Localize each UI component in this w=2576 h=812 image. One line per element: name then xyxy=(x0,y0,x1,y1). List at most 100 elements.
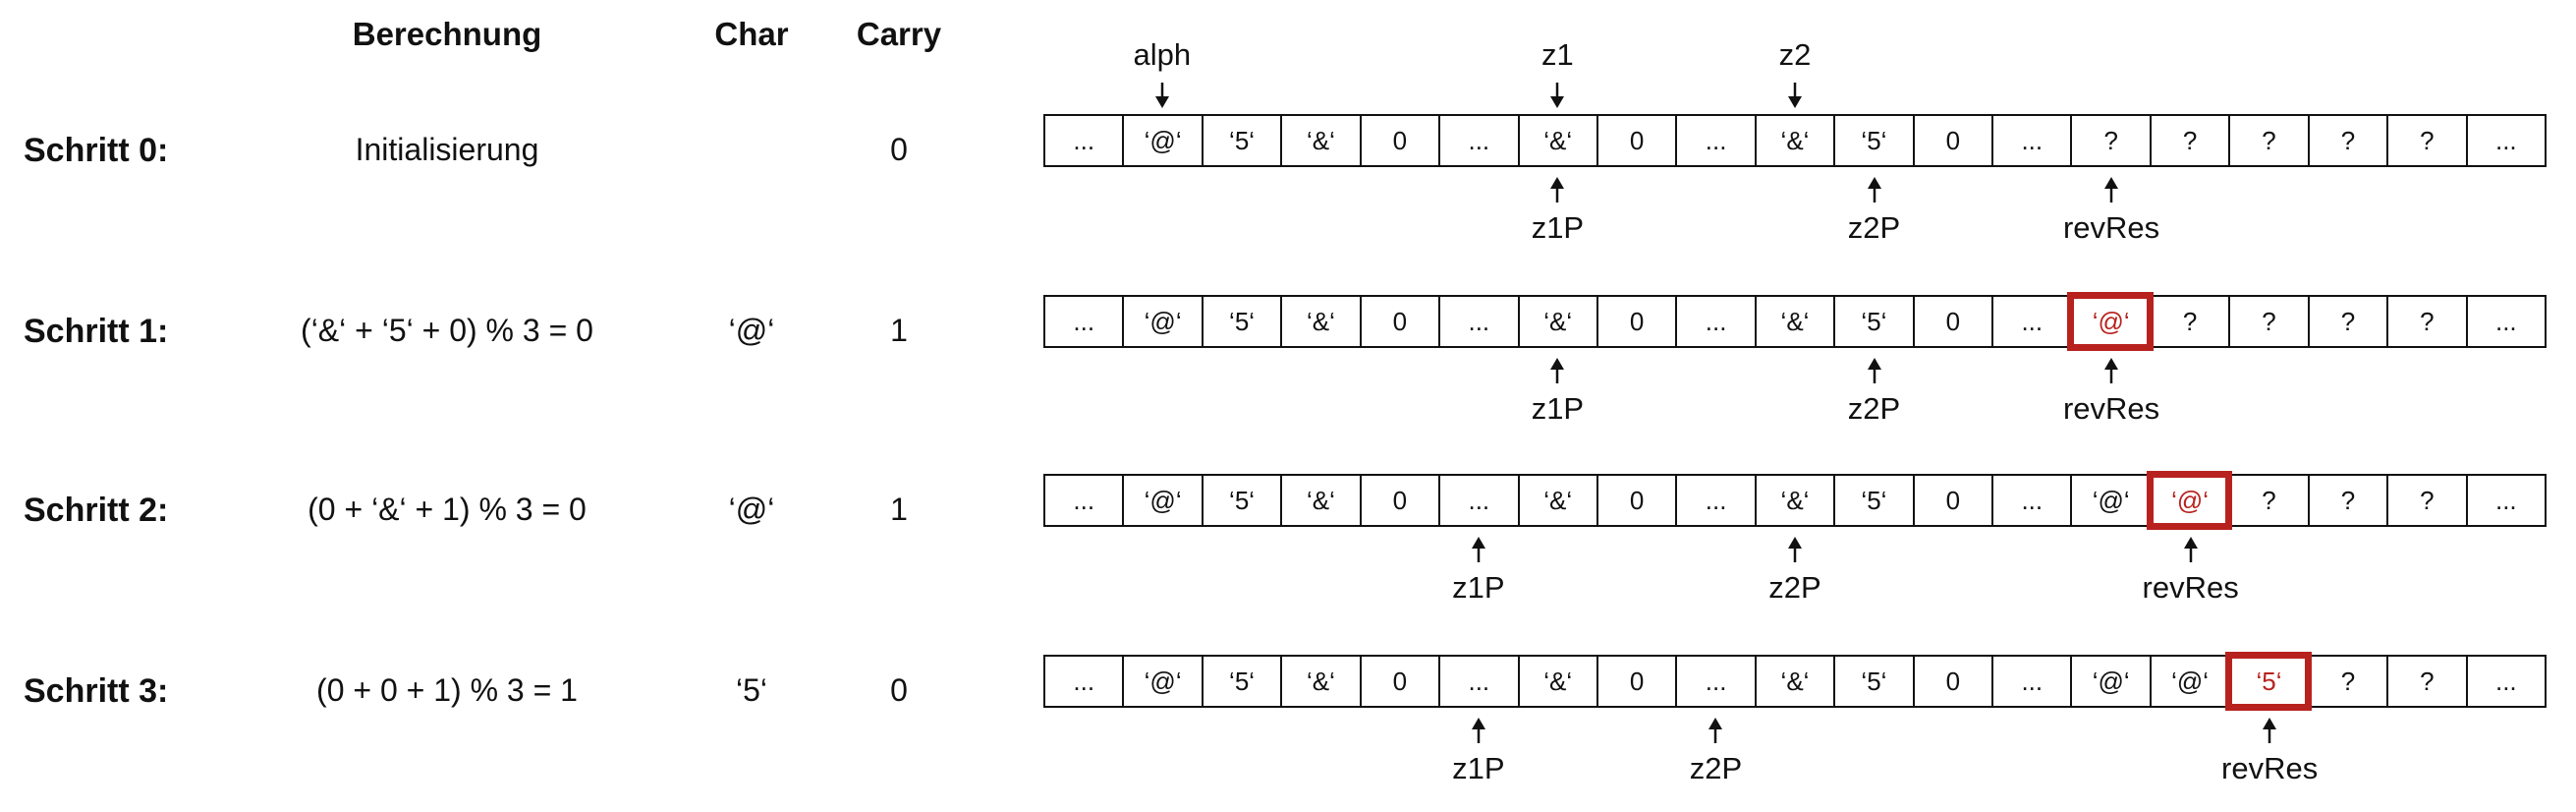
memory-cell: ... xyxy=(1677,476,1757,525)
memory-tape: ...‘@‘‘5‘‘&‘0...‘&‘0...‘&‘‘5‘0...‘@‘????… xyxy=(1043,292,2547,351)
memory-cell: ? xyxy=(2310,657,2389,706)
memory-cell: ... xyxy=(1045,657,1125,706)
pointer-label-z2p: z2P xyxy=(1847,391,1901,426)
memory-cell: ... xyxy=(1440,116,1520,165)
memory-cell: 0 xyxy=(1598,476,1678,525)
memory-cell: ‘&‘ xyxy=(1757,297,1836,346)
memory-cell: ‘@‘ xyxy=(1124,476,1204,525)
memory-cell: ? xyxy=(2230,476,2310,525)
memory-cell: ‘&‘ xyxy=(1520,297,1598,346)
step-label: Schritt 1: xyxy=(24,313,169,350)
memory-cell: ... xyxy=(2494,125,2517,155)
up-arrow-icon xyxy=(2183,537,2198,562)
pointer-label-z1: z1 xyxy=(1541,37,1574,72)
memory-cell: ‘5‘ xyxy=(1204,657,1283,706)
memory-cell: ... xyxy=(1045,476,1125,525)
up-arrow-icon xyxy=(1550,358,1565,383)
memory-cell: ? xyxy=(2230,297,2310,346)
memory-cell: ... xyxy=(1440,476,1520,525)
memory-cell: ‘&‘ xyxy=(1282,116,1362,165)
down-arrow-icon xyxy=(1550,83,1565,108)
memory-cell: ‘@‘ xyxy=(2072,476,2152,525)
memory-cell-highlighted: ‘@‘ xyxy=(2067,292,2155,351)
memory-cell: ‘&‘ xyxy=(1757,116,1836,165)
memory-cell-highlighted: ‘@‘ xyxy=(2146,471,2233,530)
memory-cell: ... xyxy=(1440,657,1520,706)
memory-cell: ... xyxy=(1677,116,1757,165)
memory-cell: ? xyxy=(2152,297,2231,346)
memory-cell: ... xyxy=(1993,476,2073,525)
memory-cell: ... xyxy=(1045,116,1125,165)
memory-cell: ... xyxy=(2494,485,2517,515)
memory-cell: ? xyxy=(2310,297,2389,346)
memory-cell: ‘&‘ xyxy=(1282,297,1362,346)
memory-cell: ? xyxy=(2388,297,2468,346)
step-calculation: Initialisierung xyxy=(355,132,539,167)
memory-cell: ‘5‘ xyxy=(1204,297,1283,346)
step-row: Schritt 1:(‘&‘ + ‘5‘ + 0) % 3 = 0‘@‘1...… xyxy=(0,292,2576,452)
memory-cell: 0 xyxy=(1362,297,1441,346)
memory-cell: 0 xyxy=(1915,116,1994,165)
up-arrow-icon xyxy=(1471,537,1485,562)
step-row: Schritt 2:(0 + ‘&‘ + 1) % 3 = 0‘@‘1...‘@… xyxy=(0,471,2576,631)
memory-cell: ... xyxy=(1677,657,1757,706)
memory-cell: ‘@‘ xyxy=(2072,657,2152,706)
up-arrow-icon xyxy=(1708,718,1723,743)
step-carry: 0 xyxy=(890,672,908,708)
memory-cell: ? xyxy=(2310,116,2389,165)
memory-cell: ? xyxy=(2388,116,2468,165)
memory-cell: 0 xyxy=(1362,476,1441,525)
up-arrow-icon xyxy=(1471,718,1485,743)
memory-cell: ‘5‘ xyxy=(1204,116,1283,165)
step-char: ‘@‘ xyxy=(728,492,775,527)
up-arrow-icon xyxy=(1867,358,1881,383)
down-arrow-icon xyxy=(1788,83,1802,108)
step-char: ‘5‘ xyxy=(735,672,767,708)
memory-cell: 0 xyxy=(1598,297,1678,346)
step-calculation: (0 + ‘&‘ + 1) % 3 = 0 xyxy=(308,492,587,527)
memory-cell: ? xyxy=(2310,476,2389,525)
memory-cell: ... xyxy=(1993,657,2073,706)
header-char: Char xyxy=(714,16,789,52)
memory-cell: ‘&‘ xyxy=(1757,476,1836,525)
memory-cell: 0 xyxy=(1915,657,1994,706)
step-label: Schritt 0: xyxy=(24,132,169,169)
memory-cell: ? xyxy=(2230,116,2310,165)
memory-cell: 0 xyxy=(1598,657,1678,706)
pointer-label-z2p: z2P xyxy=(1768,570,1821,605)
memory-cell: ... xyxy=(1993,297,2073,346)
memory-cell: ‘5‘ xyxy=(1835,476,1915,525)
memory-cell: ... xyxy=(1993,116,2073,165)
memory-cell: ‘&‘ xyxy=(1282,657,1362,706)
memory-cell: ‘&‘ xyxy=(1520,116,1598,165)
memory-cell: ... xyxy=(1677,297,1757,346)
up-arrow-icon xyxy=(2263,718,2277,743)
memory-tape: ...‘@‘‘5‘‘&‘0...‘&‘0...‘&‘‘5‘0...‘@‘‘@‘‘… xyxy=(1043,652,2547,711)
memory-cell: ‘&‘ xyxy=(1282,476,1362,525)
memory-cell: ? xyxy=(2388,657,2468,706)
step-carry: 1 xyxy=(890,492,908,527)
step-label: Schritt 3: xyxy=(24,672,169,710)
pointer-label-z2p: z2P xyxy=(1847,210,1901,245)
pointer-label-z2p: z2P xyxy=(1689,751,1743,785)
memory-cell: ... xyxy=(2494,666,2517,696)
memory-cell: ... xyxy=(1440,297,1520,346)
memory-cell: ... xyxy=(2494,306,2517,336)
memory-cell: ‘@‘ xyxy=(1124,297,1204,346)
memory-tape: ...‘@‘‘5‘‘&‘0...‘&‘0...‘&‘‘5‘0...‘@‘‘@‘?… xyxy=(1043,471,2547,530)
memory-cell: ... xyxy=(1045,297,1125,346)
memory-cell: ‘&‘ xyxy=(1520,657,1598,706)
memory-cell: 0 xyxy=(1598,116,1678,165)
pointer-label-revres: revRes xyxy=(2221,751,2319,785)
pointer-label-z2: z2 xyxy=(1778,37,1812,72)
memory-cell: ? xyxy=(2072,116,2152,165)
memory-cell: 0 xyxy=(1362,657,1441,706)
memory-cell: ‘@‘ xyxy=(2152,657,2231,706)
pointer-label-z1p: z1P xyxy=(1452,570,1505,605)
step-char: ‘@‘ xyxy=(728,313,775,348)
memory-cell: ‘&‘ xyxy=(1520,476,1598,525)
pointer-label-revres: revRes xyxy=(2062,391,2160,426)
memory-cell: ‘5‘ xyxy=(1835,116,1915,165)
